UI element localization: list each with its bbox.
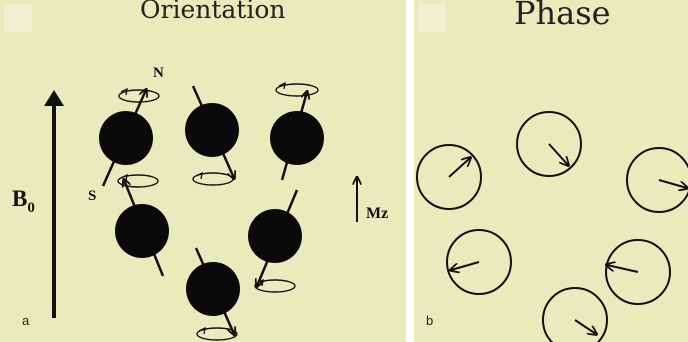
proton-spin-down: [248, 189, 302, 293]
proton-spin-down: [185, 85, 239, 186]
panel-b-title: Phase: [514, 0, 611, 32]
precession-circle: [626, 147, 688, 213]
proton-spin-up: [270, 81, 324, 181]
panel-a-label: a: [22, 313, 30, 328]
proton-spin-down: [186, 247, 240, 341]
corner-mark: [4, 4, 32, 32]
precession-circle: [416, 144, 482, 210]
phase-diagram: [416, 111, 688, 342]
proton-spin-up: [115, 173, 169, 277]
precession-circle: [516, 111, 582, 177]
panel-phase: Phase: [414, 0, 688, 342]
panel-orientation: Orientation B0 Mz N S: [0, 0, 406, 342]
south-pole-label: S: [88, 188, 96, 204]
precession-circle: [446, 229, 512, 295]
precession-circle: [606, 239, 671, 305]
precession-circle: [542, 287, 608, 342]
panel-a-title: Orientation: [140, 0, 286, 24]
corner-mark: [418, 4, 446, 32]
field-label: B0: [12, 186, 35, 216]
magnetization-label: Mz: [366, 205, 388, 222]
orientation-diagram: B0 Mz N S: [12, 65, 388, 341]
proton-spin-up: [99, 89, 160, 187]
panel-b-label: b: [426, 313, 434, 328]
north-pole-label: N: [153, 65, 164, 81]
